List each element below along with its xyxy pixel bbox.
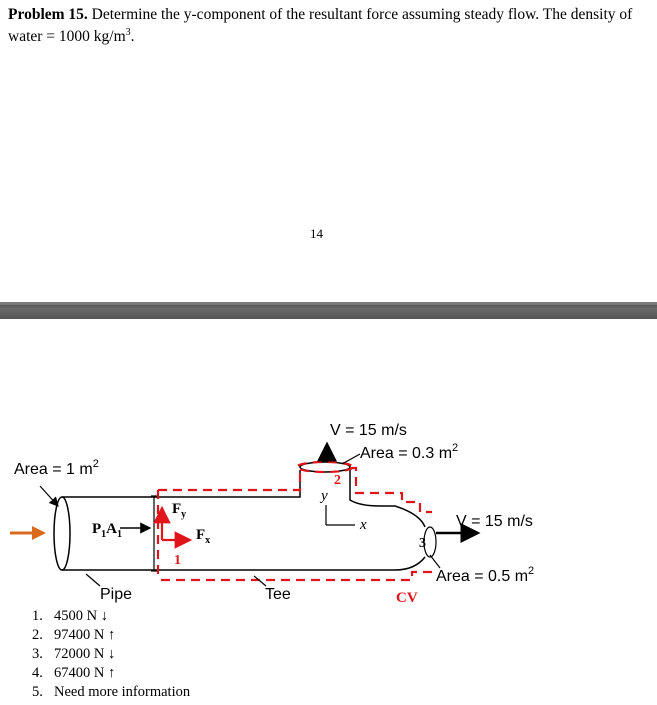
tee-label: Tee xyxy=(265,586,291,603)
pipe-label: Pipe xyxy=(100,586,132,603)
axis-y-label: y xyxy=(319,488,328,504)
pipe-leader xyxy=(85,573,101,587)
outlet-right-area-leader xyxy=(429,554,441,569)
outlet-up-area-leader xyxy=(341,453,361,465)
axis-x-label: x xyxy=(359,517,367,533)
section-3-label: 3 xyxy=(419,536,426,551)
problem-end: . xyxy=(130,28,135,46)
outlet-right-velocity-label: V = 15 m/s xyxy=(456,513,533,530)
tee-diagram: P1A1 Fy Fx 1 Area = 1 m2 V = 15 m/s Area… xyxy=(10,422,534,606)
outlet-right-area-label: Area = 0.5 m2 xyxy=(436,565,534,585)
problem-statement: Problem 15. Determine the y-component of… xyxy=(8,6,648,46)
problem-label: Problem 15. xyxy=(8,6,88,23)
section-lines xyxy=(151,495,437,572)
pipe-outline xyxy=(53,461,426,571)
section-2-label: 2 xyxy=(334,473,341,488)
pressure-force-label: P1A1 xyxy=(92,521,122,540)
answer-choice[interactable]: 2.97400 N ↑ xyxy=(32,627,116,643)
problem-text: Determine the y-component of the resulta… xyxy=(8,6,633,46)
answer-choice[interactable]: 5.Need more information xyxy=(32,684,191,700)
problem-exponent: 3 xyxy=(125,27,131,38)
fy-label: Fy xyxy=(172,501,186,520)
control-volume xyxy=(156,460,432,582)
answer-choice[interactable]: 1.4500 N ↓ xyxy=(32,608,108,624)
section-1-label: 1 xyxy=(174,553,181,568)
fx-label: Fx xyxy=(196,527,210,546)
outlet-up-area-label: Area = 0.3 m2 xyxy=(360,442,458,462)
tee-leader xyxy=(253,575,267,587)
answer-choice[interactable]: 4.67400 N ↑ xyxy=(32,665,116,681)
page-divider xyxy=(0,302,657,319)
inlet-area-label: Area = 1 m2 xyxy=(14,458,99,478)
outlet-up-velocity-label: V = 15 m/s xyxy=(330,422,407,439)
inlet-flow-arrowhead xyxy=(32,526,46,540)
answer-choice[interactable]: 3.72000 N ↓ xyxy=(32,646,116,662)
cv-label: CV xyxy=(396,590,418,606)
axes xyxy=(325,505,355,526)
answer-choices: 1.4500 N ↓ 2.97400 N ↑ 3.72000 N ↓ 4.674… xyxy=(32,607,190,702)
inlet-area-leader xyxy=(39,485,59,507)
page-number: 14 xyxy=(310,226,323,241)
